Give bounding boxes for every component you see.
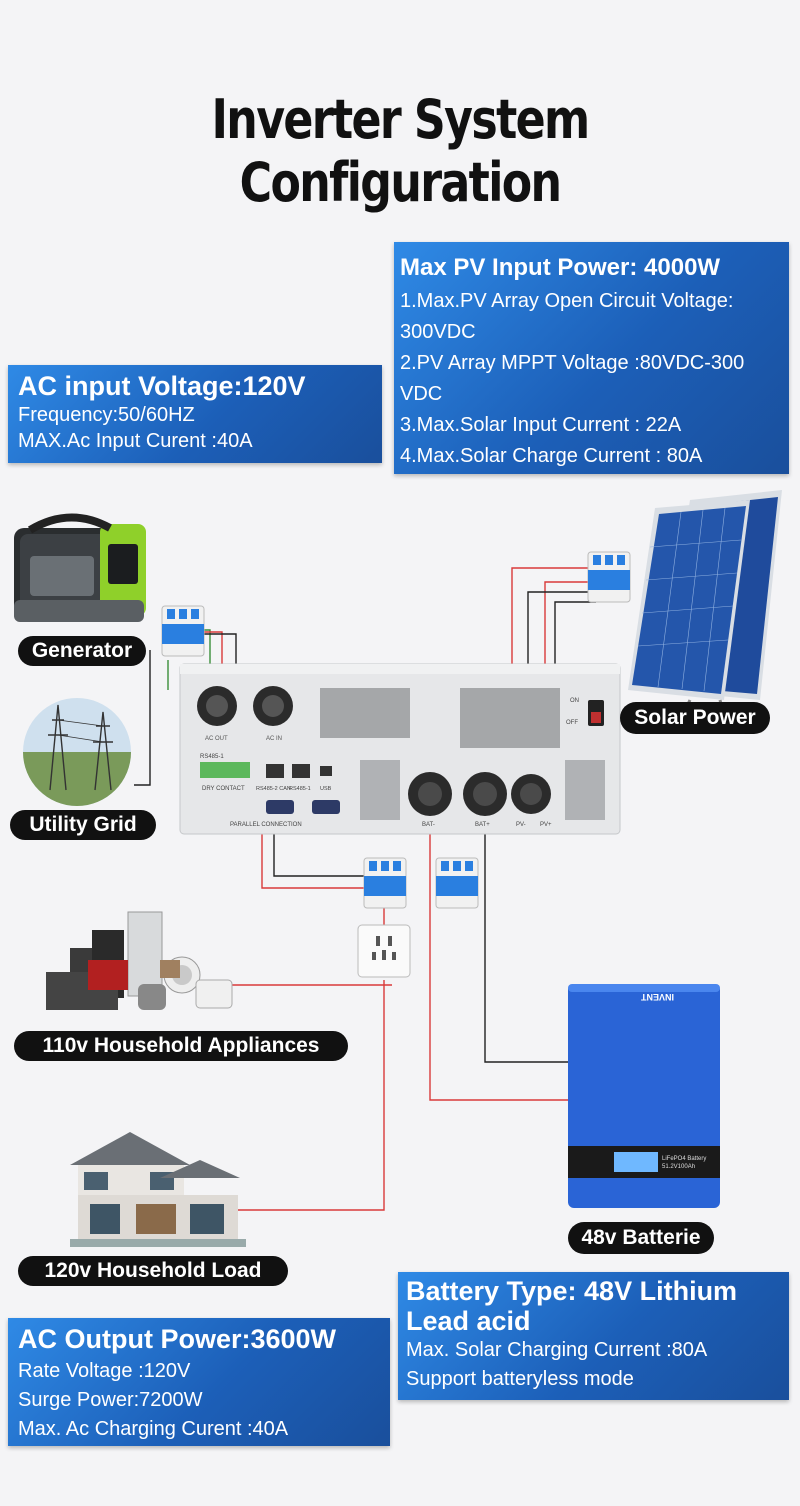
breaker-icon xyxy=(435,857,479,909)
rs485-can-label: RS485-2 CAN xyxy=(256,786,291,792)
usb-label: USB xyxy=(320,786,332,792)
ac-input-heading: AC input Voltage:120V xyxy=(18,371,306,401)
dry-contact-label: DRY CONTACT xyxy=(202,786,245,792)
switch-off-label: OFF xyxy=(566,720,578,726)
wire-bat-black xyxy=(484,800,568,1063)
battery-label: 48v Batterie xyxy=(568,1222,714,1254)
bat-plus-label: BAT+ xyxy=(475,822,490,828)
breaker-icon xyxy=(161,605,205,657)
pv-input-spec-box: Max PV Input Power: 4000W 1.Max.PV Array… xyxy=(394,242,789,474)
battery-spec-box: Battery Type: 48V Lithium Lead acid Max.… xyxy=(398,1272,789,1400)
rs485-1-label: RS485-1 xyxy=(289,786,311,792)
ac-out-label: AC OUT xyxy=(205,736,228,742)
bat-minus-label: BAT- xyxy=(422,822,435,828)
page-title: Inverter System Configuration xyxy=(211,88,590,214)
pv-input-line: 3.Max.Solar Input Current : 22A xyxy=(400,413,682,436)
breaker-icon xyxy=(363,857,407,909)
ac-output-line: Max. Ac Charging Curent :40A xyxy=(18,1418,289,1441)
generator-icon xyxy=(14,513,146,622)
ac-output-spec-box: AC Output Power:3600W Rate Voltage :120V… xyxy=(8,1318,390,1446)
wire-to-grid xyxy=(134,650,151,786)
appliances-icon xyxy=(46,911,233,1010)
pv-input-line: 4.Max.Solar Charge Current : 80A xyxy=(400,444,703,467)
pv-input-line: VDC xyxy=(400,382,443,405)
inverter-icon: AC OUT AC IN RS485-1 DRY CONTACT RS485-2… xyxy=(179,663,621,835)
house-icon xyxy=(70,1132,246,1247)
ac-output-line: Surge Power:7200W xyxy=(18,1389,203,1412)
pv-plus-label: PV+ xyxy=(540,822,552,828)
pv-input-heading: Max PV Input Power: 4000W xyxy=(400,254,721,281)
ac-in-label: AC IN xyxy=(266,736,282,742)
battery-model-1: LiFePO4 Battery xyxy=(662,1156,706,1162)
ac-output-line: Rate Voltage :120V xyxy=(18,1360,191,1383)
pv-input-line: 1.Max.PV Array Open Circuit Voltage: xyxy=(400,289,734,312)
utility-grid-label: Utility Grid xyxy=(10,810,156,840)
wire-load-red xyxy=(232,980,385,1211)
battery-icon: INVENT LiFePO4 Battery 51.2V100Ah xyxy=(568,984,720,1208)
pv-minus-label: PV- xyxy=(516,822,526,828)
solar-power-label: Solar Power xyxy=(620,702,770,734)
ac-input-spec-box: AC input Voltage:120V Frequency:50/60HZ … xyxy=(8,365,382,463)
ac-output-heading: AC Output Power:3600W xyxy=(18,1324,337,1354)
battery-model-2: 51.2V100Ah xyxy=(662,1164,695,1170)
ac-input-line: MAX.Ac Input Curent :40A xyxy=(18,430,253,453)
ac-input-line: Frequency:50/60HZ xyxy=(18,404,195,427)
parallel-label: PARALLEL CONNECTION xyxy=(230,822,302,828)
utility-grid-icon xyxy=(23,698,131,806)
household-load-label: 120v Household Load xyxy=(18,1256,288,1286)
rs485-top-label: RS485-1 xyxy=(200,754,224,760)
pv-input-line: 2.PV Array MPPT Voltage :80VDC-300 xyxy=(400,351,745,374)
battery-spec-line: Support batteryless mode xyxy=(406,1368,634,1390)
breaker-icon xyxy=(587,551,631,603)
battery-spec-heading: Battery Type: 48V Lithium Lead acid xyxy=(406,1276,738,1336)
appliances-label: 110v Household Appliances xyxy=(14,1031,348,1061)
battery-brand: INVENT xyxy=(640,992,674,1002)
switch-on-label: ON xyxy=(570,698,579,704)
battery-spec-line: Max. Solar Charging Current :80A xyxy=(406,1339,708,1361)
solar-panel-icon xyxy=(628,490,782,721)
generator-label: Generator xyxy=(18,636,146,666)
wall-socket-icon xyxy=(357,924,411,978)
wire-bat-red xyxy=(429,800,568,1101)
pv-input-line: 300VDC xyxy=(400,320,476,343)
